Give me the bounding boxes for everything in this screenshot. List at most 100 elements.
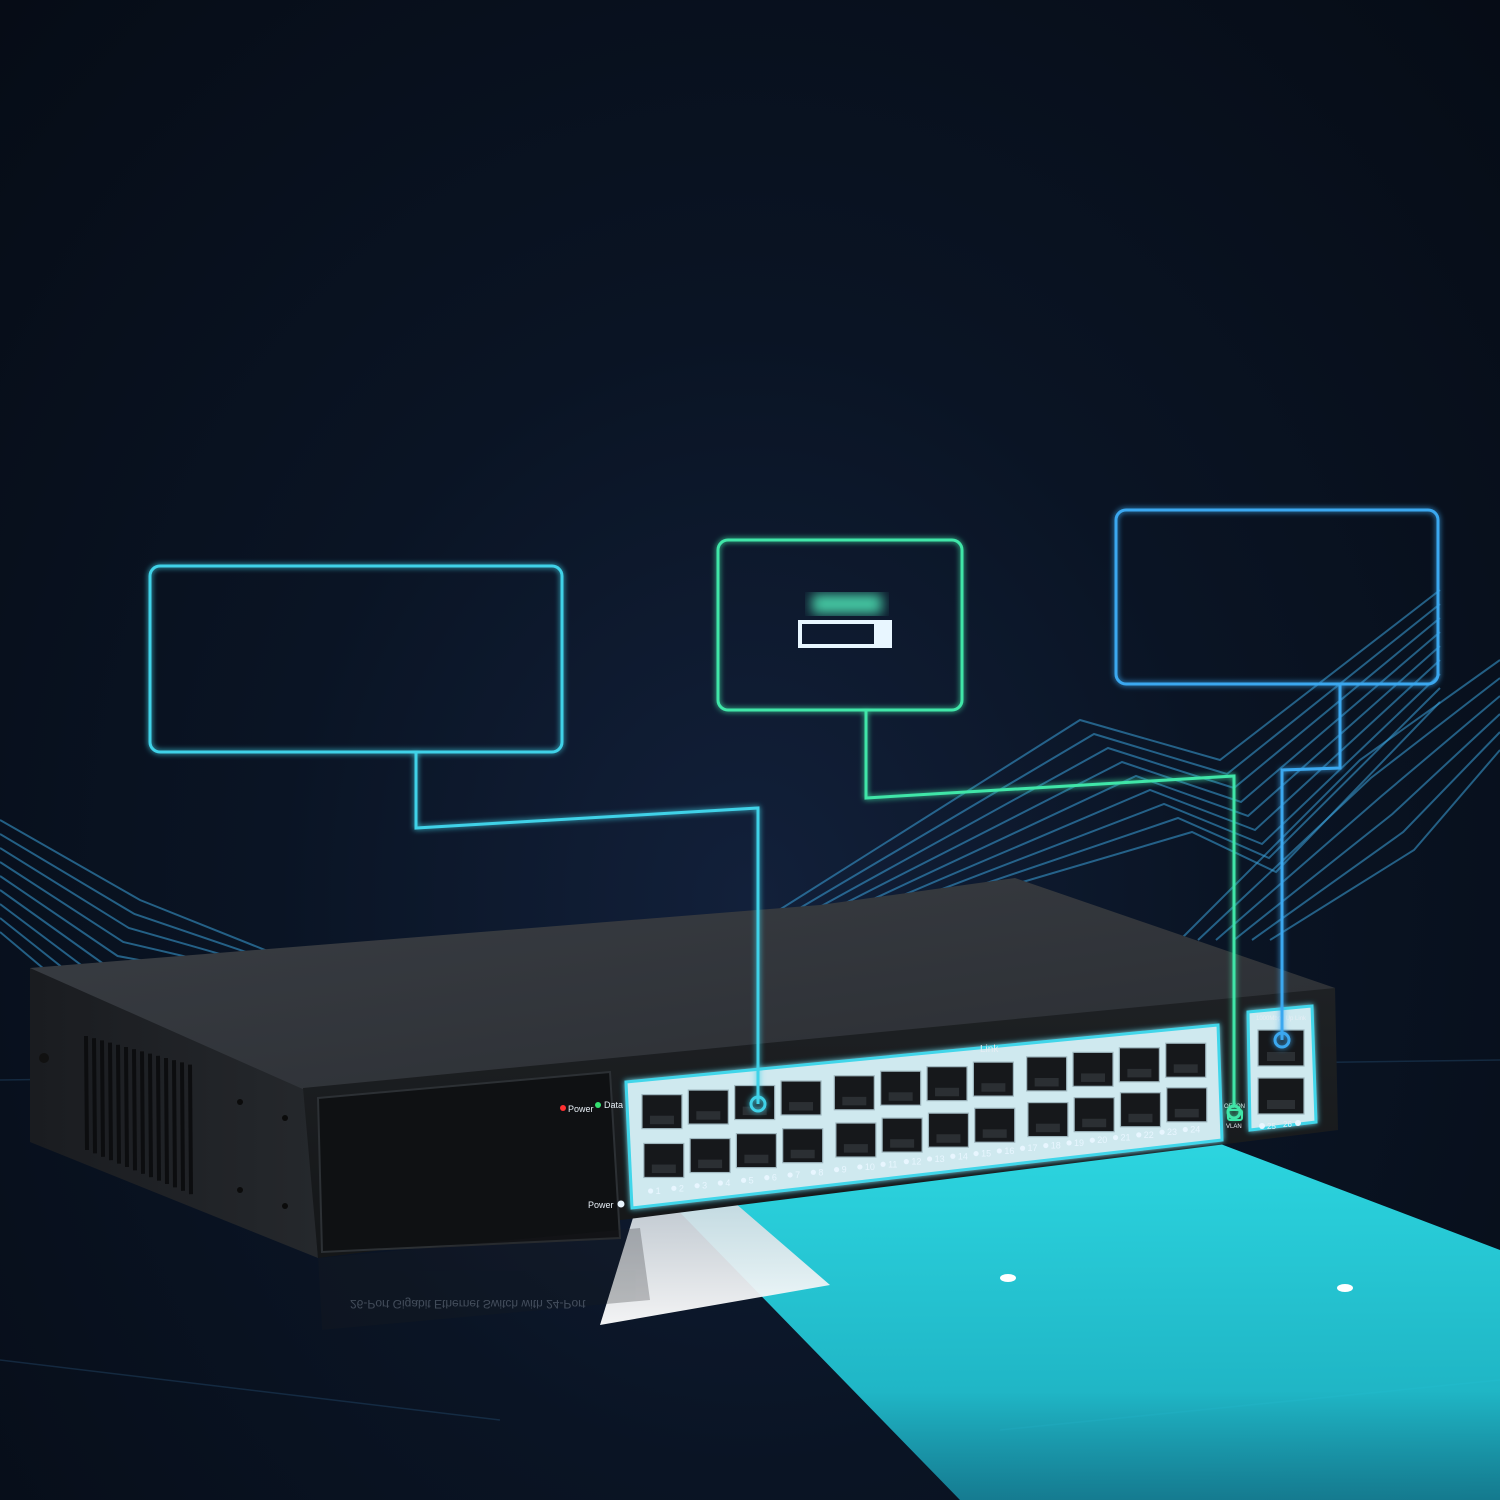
light-line (733, 617, 1441, 956)
port-24[interactable] (1165, 1042, 1207, 1078)
port-led-icon (1112, 1134, 1119, 1141)
rj45-contacts (1173, 1064, 1198, 1073)
port-led-icon (1066, 1140, 1072, 1146)
rj45-jack (1257, 1077, 1305, 1115)
rj45-contacts (981, 1083, 1006, 1092)
port-led-icon (903, 1159, 909, 1165)
rj45-jack (833, 1075, 875, 1111)
vent-slot (100, 1040, 105, 1157)
port-7[interactable] (782, 1128, 824, 1164)
port-led-icon (833, 1167, 840, 1173)
vent-slot (188, 1064, 193, 1195)
light-line (817, 687, 1441, 942)
port-led-icon (1136, 1132, 1142, 1138)
rj45-contacts (1082, 1118, 1107, 1128)
side-vents (84, 1035, 193, 1195)
port-led-icon (740, 1177, 747, 1183)
light-line (699, 589, 1441, 961)
vent-slot (92, 1038, 97, 1154)
port-led-icon (1043, 1142, 1049, 1149)
port-14[interactable] (926, 1066, 968, 1102)
uplink-port-26[interactable] (1257, 1077, 1305, 1115)
port-11[interactable] (881, 1117, 923, 1153)
screw (237, 1099, 243, 1105)
data-led-icon (595, 1102, 601, 1108)
port-3[interactable] (689, 1137, 731, 1174)
port-18[interactable] (1026, 1056, 1068, 1092)
port-number: 7 (795, 1170, 800, 1180)
port-26-led-icon (1295, 1120, 1301, 1126)
port-number: 12 (911, 1157, 921, 1167)
port-9[interactable] (835, 1122, 877, 1158)
port-6[interactable] (734, 1084, 776, 1121)
front-recess (316, 1070, 622, 1254)
rj45-contacts (1174, 1108, 1199, 1118)
port-number: 11 (888, 1159, 897, 1169)
vlan-switch-label: VLAN (1226, 1124, 1242, 1130)
rj45-contacts (842, 1096, 867, 1106)
port-15[interactable] (974, 1107, 1016, 1143)
port-5[interactable] (735, 1133, 777, 1169)
port-number: 9 (842, 1165, 847, 1175)
rj45-contacts (696, 1111, 721, 1120)
port-12[interactable] (880, 1070, 922, 1106)
cyan-light-beam (660, 1140, 1500, 1500)
port-23[interactable] (1166, 1087, 1208, 1123)
screw (39, 1053, 49, 1063)
rj45-contacts (982, 1129, 1007, 1138)
port-led-icon (1159, 1129, 1165, 1135)
screw (282, 1203, 288, 1209)
port-22[interactable] (1118, 1047, 1160, 1083)
light-line (1233, 713, 1500, 941)
rj45-contacts (888, 1092, 913, 1101)
switch-module-icon (798, 594, 892, 648)
rj45-contacts (1034, 1077, 1059, 1087)
port-number: 18 (1051, 1141, 1061, 1151)
vent-slot (164, 1057, 169, 1185)
light-line (716, 603, 1441, 959)
callout-connector-left (414, 752, 760, 1104)
port-2[interactable] (641, 1094, 683, 1130)
port-19[interactable] (1073, 1097, 1115, 1133)
port-led-icon (973, 1150, 979, 1157)
port-21[interactable] (1119, 1092, 1162, 1128)
rj45-contacts (1128, 1113, 1153, 1123)
port-led-icon (950, 1153, 956, 1159)
uplink-ports (1257, 1029, 1305, 1115)
port-13[interactable] (927, 1112, 970, 1148)
callout-target-dot (1273, 1031, 1291, 1049)
rj45-jack (1166, 1087, 1208, 1123)
switch-reflection: 26-Port Gigabit Ethernet Switch with 24-… (318, 1228, 650, 1330)
light-line (1215, 695, 1500, 941)
power-led-icon (560, 1105, 566, 1111)
uplink-port-number: 25 (1267, 1122, 1276, 1131)
port-number: 2 (679, 1183, 684, 1193)
port-number: 19 (1074, 1138, 1084, 1148)
light-line (1197, 677, 1500, 941)
port-led-icon (671, 1185, 677, 1191)
port-number: 8 (818, 1167, 823, 1177)
rj45-contacts (1127, 1068, 1152, 1078)
screw (237, 1187, 243, 1193)
link-label: Link (980, 1044, 999, 1055)
port-led-icon (857, 1164, 863, 1170)
port-10[interactable] (833, 1075, 875, 1111)
vent-slot (84, 1035, 89, 1151)
port-1[interactable] (643, 1142, 685, 1179)
port-17[interactable] (1027, 1101, 1069, 1138)
uplink-port-number: 26 (1283, 1120, 1292, 1129)
port-4[interactable] (687, 1089, 729, 1125)
port-20[interactable] (1072, 1051, 1114, 1087)
port-25-led-icon (1259, 1123, 1265, 1129)
port-led-icon (1019, 1145, 1026, 1151)
rj45-contacts (649, 1115, 674, 1125)
port-led-icon (1182, 1126, 1188, 1133)
rj45-contacts (936, 1134, 961, 1143)
rj45-contacts (1081, 1073, 1106, 1082)
light-line (0, 819, 291, 961)
port-8[interactable] (780, 1080, 822, 1116)
port-number: 6 (772, 1173, 777, 1183)
port-16[interactable] (972, 1061, 1014, 1097)
port-number: 17 (1028, 1143, 1038, 1153)
